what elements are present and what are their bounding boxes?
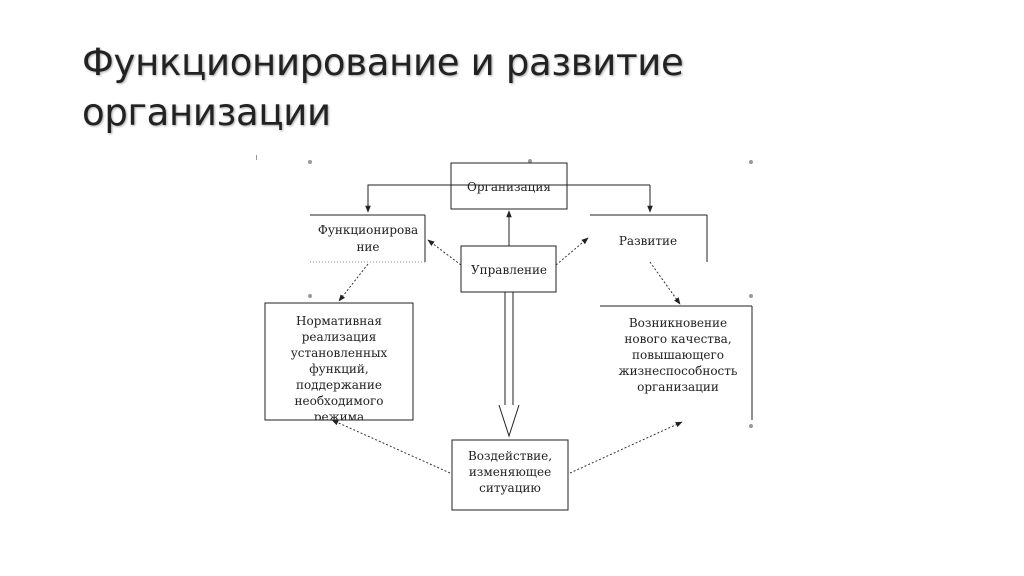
quality-line: Возникновение — [629, 316, 727, 330]
handle-dot — [308, 294, 312, 298]
quality-box — [600, 305, 753, 420]
functioning-label-line-2: ние — [356, 240, 379, 254]
normative-line: поддержание — [296, 378, 382, 392]
normative-line: реализация — [302, 330, 377, 344]
quality-line: организации — [637, 380, 719, 394]
quality-line: жизнеспособность — [619, 364, 738, 378]
normative-line: установленных — [291, 346, 388, 360]
handle-dot — [749, 160, 753, 164]
impact-line: ситуацию — [479, 481, 541, 495]
impact-line: Воздействие, — [468, 449, 552, 463]
quality-line: нового качества, — [624, 332, 731, 346]
functioning-label-line-1: Функционирова — [318, 223, 418, 237]
arrow-management-impact — [498, 292, 520, 438]
slide-title-line-1: Функционирование и развитие — [82, 41, 684, 84]
impact-line: изменяющее — [469, 465, 551, 479]
development-box — [590, 214, 708, 262]
arrow-functioning-normative — [338, 263, 369, 302]
normative-box — [264, 302, 414, 421]
impact-box — [451, 439, 569, 511]
management-label: Управление — [471, 263, 547, 277]
normative-line: режима — [314, 410, 364, 424]
functioning-box — [310, 214, 426, 263]
handle-mark — [256, 155, 257, 160]
handle-dot — [528, 159, 532, 163]
organization-label: Организация — [467, 180, 551, 194]
arrow-management-development — [555, 237, 589, 266]
arrow-management-functioning — [427, 239, 462, 266]
normative-line: Нормативная — [296, 314, 382, 328]
slide-title: Функционирование и развитие организации — [82, 38, 802, 138]
quality-line: повышающего — [632, 348, 724, 362]
development-label: Развитие — [619, 234, 677, 248]
normative-line: необходимого — [295, 394, 384, 408]
handle-dot — [749, 294, 753, 298]
arrow-impact-normative — [331, 419, 451, 474]
selection-handles — [256, 155, 753, 428]
slide-title-line-2: организации — [82, 91, 331, 134]
organization-box — [450, 162, 568, 210]
normative-line: функций, — [309, 362, 368, 376]
feedback-arrow-functioning — [365, 184, 650, 213]
handle-dot — [308, 160, 312, 164]
arrow-development-quality — [649, 261, 681, 305]
handle-dot — [749, 424, 753, 428]
arrow-impact-quality — [569, 421, 683, 474]
